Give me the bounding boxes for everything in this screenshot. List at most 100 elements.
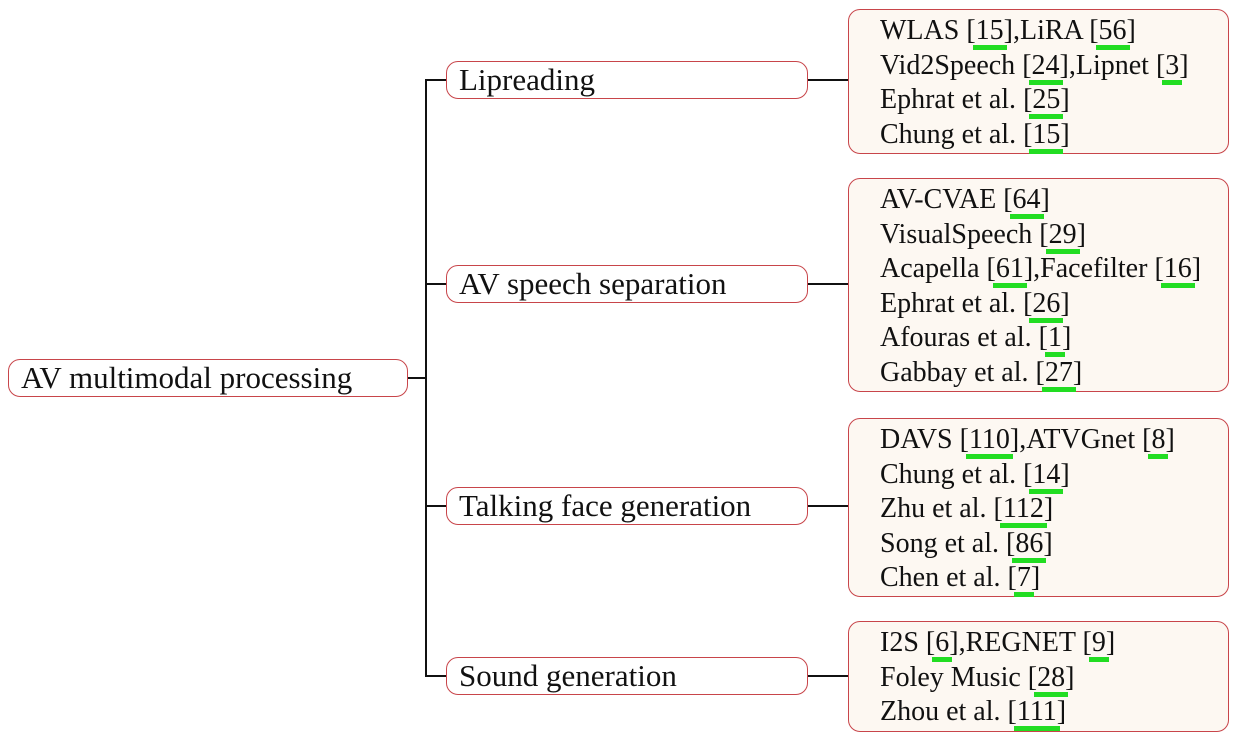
citation-number[interactable]: 112 [1002, 493, 1044, 524]
bracket-close: ] [1023, 253, 1034, 284]
citation-link[interactable]: [28] [1028, 661, 1075, 696]
bracket-open: [ [1089, 15, 1099, 46]
citation-number[interactable]: 9 [1091, 627, 1106, 658]
branch-connector-talking-face-generation [425, 505, 446, 507]
citation-number[interactable]: 16 [1163, 253, 1192, 284]
citation-link[interactable]: [25] [1023, 83, 1070, 118]
branch-connector-sound-generation [425, 675, 446, 677]
work-name: Acapella [880, 253, 987, 284]
citation-link[interactable]: [1] [1039, 321, 1072, 356]
work-name: Foley Music [880, 661, 1028, 693]
root-connector [408, 377, 426, 379]
bracket-open: [ [1039, 218, 1049, 250]
work-name: Zhu et al. [880, 493, 994, 524]
work-name: Chen et al. [880, 562, 1008, 593]
bracket-open: [ [1006, 527, 1016, 559]
citation-number[interactable]: 14 [1032, 458, 1061, 490]
citation-link[interactable]: [64] [1003, 183, 1050, 218]
citation-link[interactable]: [6] [926, 626, 959, 661]
work-name: WLAS [880, 15, 967, 46]
citation-number[interactable]: 26 [1032, 287, 1061, 319]
work-name: Gabbay et al. [880, 356, 1036, 388]
citation-number[interactable]: 15 [1032, 118, 1061, 150]
citation-link[interactable]: [27] [1036, 356, 1083, 391]
category-node-talking-face-generation: Talking face generation [446, 487, 808, 525]
works-box-av-speech-separation: AV-CVAE [64]VisualSpeech [29]Acapella [6… [848, 178, 1229, 392]
citation-number[interactable]: 64 [1012, 184, 1041, 215]
work-name: ,Facefilter [1033, 253, 1155, 284]
citation-link[interactable]: [29] [1039, 218, 1086, 253]
bracket-close: ] [1030, 562, 1041, 593]
work-name: ,ATVGnet [1019, 424, 1143, 455]
bracket-open: [ [1038, 322, 1048, 353]
citation-link[interactable]: [3] [1156, 49, 1189, 84]
bracket-close: ] [1056, 696, 1067, 727]
citation-link[interactable]: [112] [994, 492, 1054, 527]
citation-number[interactable]: 86 [1015, 527, 1044, 559]
work-entry: Gabbay et al. [27] [880, 356, 1228, 391]
citation-number[interactable]: 8 [1151, 424, 1166, 455]
citation-number[interactable]: 7 [1016, 562, 1031, 593]
work-name: I2S [880, 627, 926, 658]
bracket-close: ] [1126, 15, 1136, 46]
citation-number[interactable]: 1 [1047, 322, 1062, 353]
work-entry: Song et al. [86] [880, 527, 1228, 562]
bracket-close: ] [1009, 424, 1020, 455]
citation-link[interactable]: [15] [1023, 118, 1070, 153]
citation-link[interactable]: [9] [1082, 626, 1115, 661]
citation-number[interactable]: 110 [968, 424, 1010, 455]
citation-link[interactable]: [14] [1023, 458, 1070, 493]
work-entry: Chen et al. [7] [880, 561, 1228, 596]
bracket-open: [ [959, 424, 969, 455]
branch-connector-av-speech-separation [425, 283, 446, 285]
bracket-open: [ [966, 15, 976, 46]
leaf-connector-sound-generation [808, 675, 848, 677]
citation-link[interactable]: [86] [1006, 527, 1053, 562]
work-name: Chung et al. [880, 118, 1024, 150]
citation-link[interactable]: [26] [1023, 287, 1070, 322]
citation-link[interactable]: [111] [1008, 695, 1067, 730]
citation-number[interactable]: 27 [1044, 356, 1073, 388]
work-name: Chung et al. [880, 458, 1024, 490]
citation-link[interactable]: [56] [1089, 14, 1136, 49]
citation-link[interactable]: [8] [1142, 423, 1175, 458]
citation-link[interactable]: [7] [1008, 561, 1041, 596]
bracket-close: ] [1191, 253, 1202, 284]
bracket-close: ] [1105, 627, 1116, 658]
citation-number[interactable]: 3 [1165, 49, 1180, 81]
bracket-close: ] [1072, 356, 1083, 388]
citation-number[interactable]: 24 [1031, 49, 1060, 81]
bracket-open: [ [1035, 356, 1045, 388]
citation-number[interactable]: 25 [1032, 84, 1061, 115]
citation-link[interactable]: [110] [960, 423, 1020, 458]
citation-number[interactable]: 6 [935, 627, 950, 658]
bracket-open: [ [1023, 458, 1033, 490]
citation-number[interactable]: 15 [975, 15, 1004, 46]
bracket-open: [ [1023, 84, 1033, 115]
citation-link[interactable]: [16] [1154, 252, 1201, 287]
work-entry: DAVS [110],ATVGnet [8] [880, 423, 1228, 458]
citation-number[interactable]: 29 [1048, 218, 1077, 250]
category-label: Lipreading [459, 62, 596, 97]
bracket-open: [ [1082, 627, 1092, 658]
citation-link[interactable]: [15] [966, 14, 1013, 49]
bracket-open: [ [925, 627, 936, 658]
citation-link[interactable]: [61] [987, 252, 1034, 287]
citation-link[interactable]: [24] [1022, 49, 1069, 84]
citation-number[interactable]: 111 [1016, 696, 1057, 727]
category-label: AV speech separation [459, 266, 727, 301]
work-name: Ephrat et al. [880, 287, 1024, 319]
work-entry: Acapella [61],Facefilter [16] [880, 252, 1228, 287]
citation-number[interactable]: 61 [995, 253, 1024, 284]
bracket-close: ] [1003, 15, 1013, 46]
bracket-open: [ [1003, 184, 1013, 215]
bracket-close: ] [1061, 322, 1072, 353]
bracket-close: ] [1043, 493, 1054, 524]
category-label: Talking face generation [459, 488, 752, 523]
work-entry: Ephrat et al. [26] [880, 287, 1228, 322]
bracket-open: [ [1155, 49, 1166, 81]
root-node: AV multimodal processing [8, 359, 408, 397]
citation-number[interactable]: 56 [1098, 15, 1127, 46]
citation-number[interactable]: 28 [1037, 661, 1066, 693]
